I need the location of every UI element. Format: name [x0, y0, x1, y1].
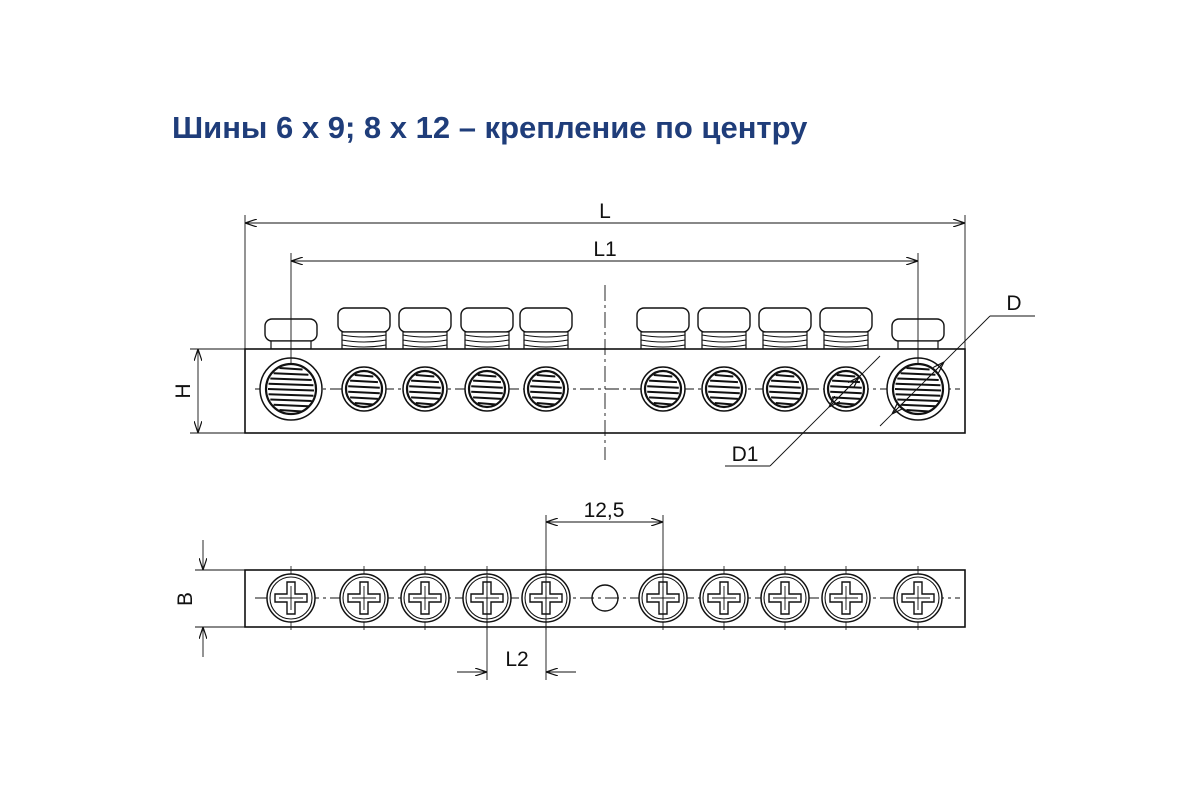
top-phillips-screw [893, 566, 943, 632]
dimension-d-label: D [1006, 292, 1021, 315]
front-small-screw [337, 307, 391, 350]
front-small-hole [701, 366, 747, 412]
dimension-l2-label: L2 [505, 648, 528, 671]
top-phillips-screw [339, 566, 389, 632]
front-screw-heads [264, 307, 945, 350]
front-large-hole [886, 357, 950, 421]
top-phillips-screw [821, 566, 871, 632]
dimension-l1-label: L1 [593, 238, 616, 261]
front-small-hole [823, 366, 869, 412]
front-small-screw [819, 307, 873, 350]
dimension-pitch-label: 12,5 [584, 499, 625, 522]
dimension-pitch [545, 515, 664, 620]
top-phillips-screw [760, 566, 810, 632]
dimension-h [190, 348, 245, 434]
front-small-screw [398, 307, 452, 350]
front-large-hole [259, 357, 323, 421]
front-small-screw [636, 307, 690, 350]
dimension-d1 [725, 355, 881, 467]
front-small-hole [402, 366, 448, 412]
top-phillips-screw [699, 566, 749, 632]
top-phillips-screw [266, 566, 316, 632]
dimension-h-label: H [172, 383, 195, 398]
front-small-screw [697, 307, 751, 350]
dimension-d [879, 315, 1035, 427]
dimension-l1 [290, 253, 919, 365]
dimension-d1-label: D1 [732, 443, 759, 466]
front-small-screw [460, 307, 514, 350]
page-title: Шины 6 х 9; 8 х 12 – крепление по центру [172, 110, 808, 145]
top-phillips-screw [400, 566, 450, 632]
front-small-hole [464, 366, 510, 412]
dimension-l [244, 215, 966, 349]
front-small-screw [758, 307, 812, 350]
front-small-hole [523, 366, 569, 412]
front-small-screw [519, 307, 573, 350]
top-view [244, 566, 966, 632]
front-small-hole [762, 366, 808, 412]
dimension-l2 [457, 575, 576, 680]
front-view [244, 285, 966, 460]
dimension-b-label: B [174, 592, 197, 606]
center-mounting-hole [591, 584, 619, 612]
dimension-b [195, 540, 245, 657]
front-small-hole [640, 366, 686, 412]
front-small-hole [341, 366, 387, 412]
dimension-l-label: L [599, 200, 611, 223]
